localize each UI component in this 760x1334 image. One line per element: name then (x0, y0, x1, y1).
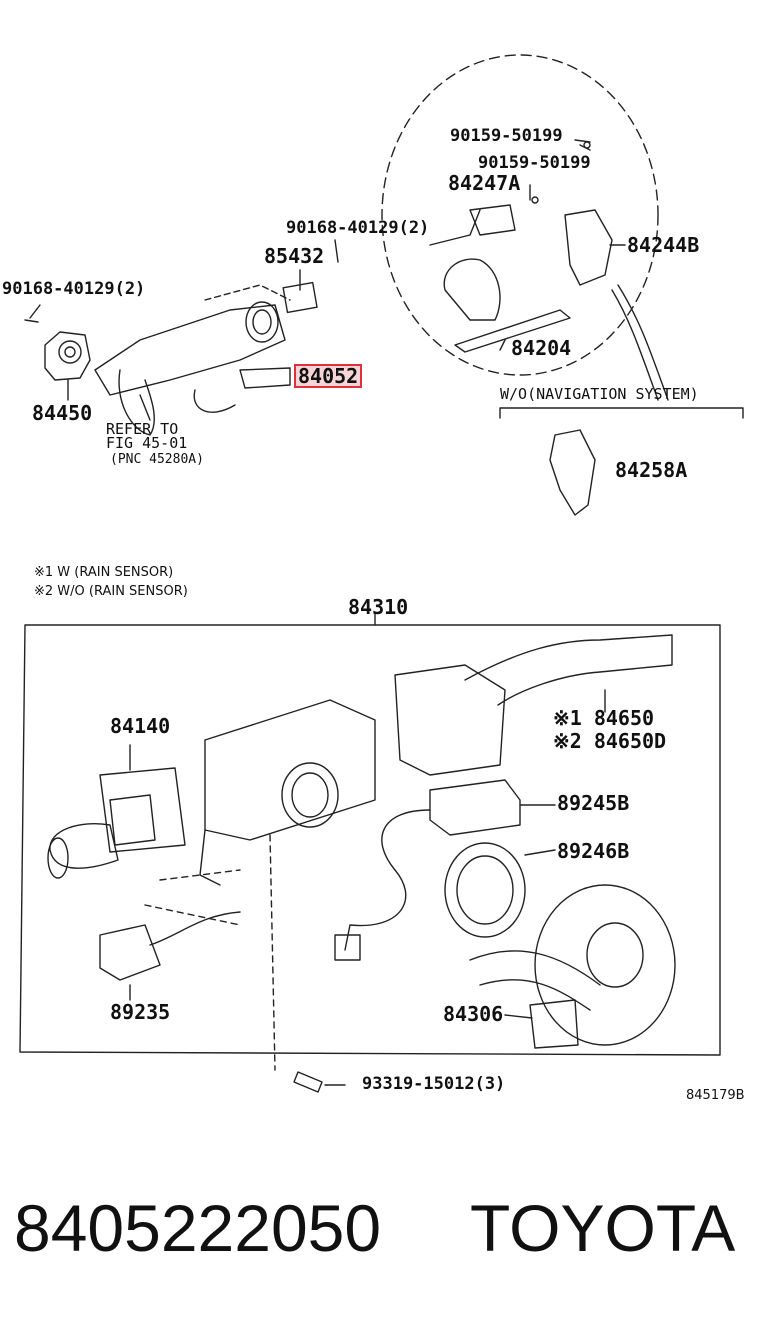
part-label-89245B: 89245B (557, 791, 630, 815)
note-rain-sensor-with: ※1 W (RAIN SENSOR) (34, 565, 174, 580)
part-label-84650: ※1 84650 (553, 706, 655, 730)
part-label-89235: 89235 (110, 1000, 171, 1024)
part-label-85432: 85432 (264, 244, 325, 268)
wo-navigation-system-label: W/O(NAVIGATION SYSTEM) (500, 385, 699, 403)
part-label-90168-40129-left: 90168-40129(2) (2, 279, 146, 299)
part-label-93319-15012: 93319-15012(3) (362, 1074, 506, 1094)
turn-signal-switch-84140 (47, 767, 186, 879)
part-label-84244B: 84244B (627, 233, 700, 257)
refer-to-label: REFER TO (106, 420, 179, 438)
part-label-84450: 84450 (32, 401, 93, 425)
footer-part-number: 8405222050 (14, 1191, 382, 1265)
wiper-switch-84650 (394, 634, 673, 776)
part-label-84258A: 84258A (615, 458, 688, 482)
figure-id: 845179B (686, 1088, 745, 1103)
footer-brand: TOYOTA (470, 1191, 736, 1265)
part-label-84306: 84306 (443, 1002, 504, 1026)
note-rain-sensor-without: ※2 W/O (RAIN SENSOR) (34, 584, 188, 599)
sensor-89235 (99, 911, 241, 981)
pnc-reference-label: (PNC 45280A) (110, 452, 204, 467)
part-label-84247A: 84247A (448, 171, 521, 195)
part-label-84310: 84310 (348, 595, 409, 619)
spiral-cable-84306 (469, 884, 676, 1049)
fig-reference-label: FIG 45-01 (106, 434, 188, 452)
connector-89245B (334, 779, 521, 961)
part-label-90159-50199-b: 90159-50199 (478, 153, 591, 173)
part-label-84204: 84204 (511, 336, 572, 360)
switch-assembly-frame (19, 624, 721, 1056)
screw-93319 (293, 1071, 346, 1093)
steering-wheel-outline (381, 54, 659, 376)
part-label-84052-highlighted: 84052 (294, 364, 363, 388)
wo-nav-bracket (499, 407, 744, 419)
ring-89246B (444, 842, 526, 938)
steering-column-group (94, 281, 318, 436)
part-label-90168-40129-top: 90168-40129(2) (286, 218, 430, 238)
switch-body-frame (199, 699, 376, 886)
part-label-84650D: ※2 84650D (553, 729, 667, 753)
part-label-84140: 84140 (110, 714, 171, 738)
part-label-89246B: 89246B (557, 839, 630, 863)
bracket-84450 (24, 319, 91, 381)
part-label-90159-50199-a: 90159-50199 (450, 126, 563, 146)
wheel-internal-parts (429, 141, 613, 516)
